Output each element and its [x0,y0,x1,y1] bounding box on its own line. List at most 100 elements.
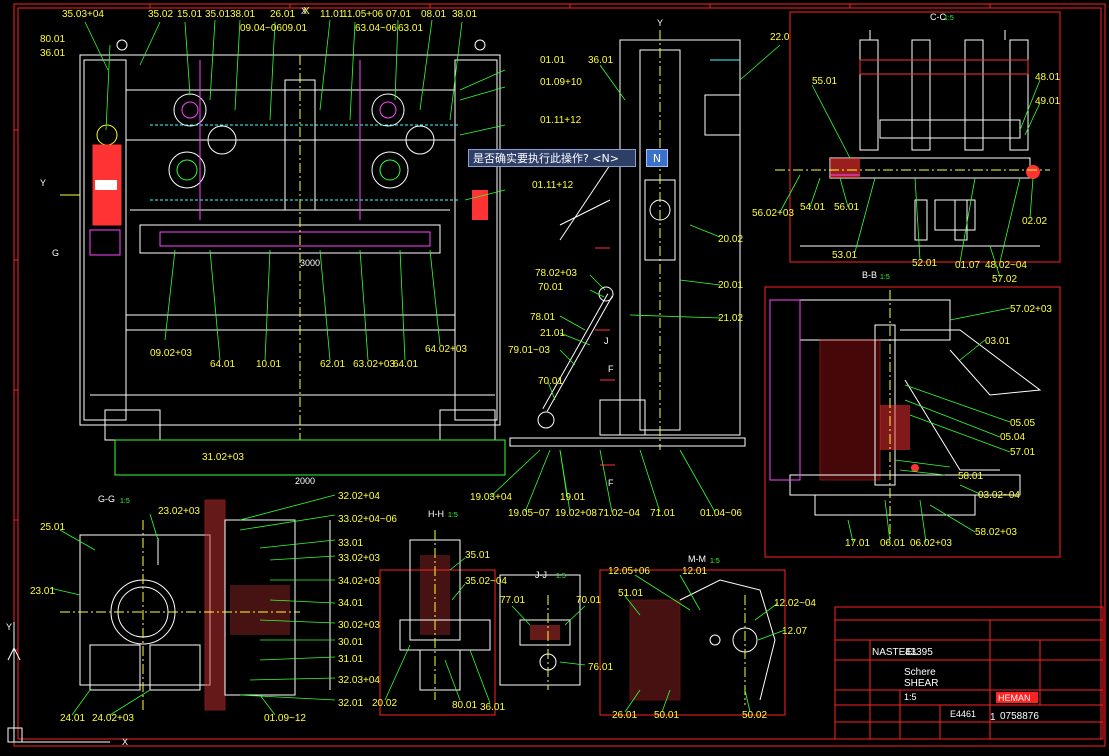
part-label-mm: 12.07 [782,626,807,637]
sheet-border-inner [17,7,1102,740]
part-label-bb: 03.02~04 [978,490,1020,501]
view-scale: 1:5 [120,498,130,505]
part-label-front: 63.02+03 [353,359,395,370]
prompt-option-no[interactable]: N [646,149,668,167]
part-label-cc: 52.01 [912,258,937,269]
part-label-front: 35.03+04 [62,9,104,20]
part-label-cc: 54.01 [800,202,825,213]
part-label-side: 21.01 [540,328,565,339]
svg-text:Y: Y [6,622,12,632]
part-label-front: 09.04~06 [240,23,282,34]
sheet-border-outer [13,3,1106,747]
part-label-bb: 58.01 [958,471,983,482]
part-label-cc: 48.02~04 [985,260,1027,271]
part-label-mm: 12.01 [682,566,707,577]
front-view-leaders [84,19,506,361]
part-label-bb: 03.01 [985,336,1010,347]
part-label-hh: 80.01 [452,700,477,711]
part-label-bb: 05.04 [1000,432,1025,443]
section-marker: F [608,478,614,488]
part-label-cc: 56.01 [834,202,859,213]
drawing-name-en: SHEAR [904,678,938,689]
part-label-side: 79.01~03 [508,345,550,356]
drawing-number: 0758876 [1000,711,1039,722]
part-label-front: 01.11+12 [532,180,574,191]
drawing-code: E4461 [950,709,976,719]
part-label-hh: 20.02 [372,698,397,709]
part-label-side: 19.01 [560,492,585,503]
dimension: 31.02+03 [202,452,244,463]
part-label-front: 01.11+12 [540,115,582,126]
part-label-gg: 33.02+03 [338,553,380,564]
part-label-front: 62.01 [320,359,345,370]
part-label-jj: 70.01 [576,595,601,606]
company-logo: HEMAN [998,693,1031,703]
part-label-front: X [303,6,310,17]
part-label-gg: 32.01 [338,698,363,709]
view-title-jj: J-J [535,570,547,580]
part-label-front: 11.05+06 [342,9,384,20]
section-gg-leaders [49,494,336,716]
section-jj-leaders [511,605,586,666]
part-label-gg: 30.02+03 [338,620,380,631]
view-title-hh: H-H [428,509,444,519]
part-label-front: 07.01 [386,9,411,20]
part-label-gg: 31.01 [338,654,363,665]
section-marker: X [301,6,307,16]
view-scale: 1:5 [944,15,954,22]
section-marker: Y [40,178,46,188]
part-label-side: 70.01 [538,376,563,387]
view-title-mm: M-M [688,554,706,564]
side-view [509,30,746,466]
part-label-bb: 06.01 [880,538,905,549]
part-label-bb: 57.02+03 [1010,304,1052,315]
sheet-number: 1 [990,712,996,723]
part-label-bb: 57.01 [1010,447,1035,458]
part-label-cc: 57.02 [992,274,1017,285]
section-hh [379,530,496,716]
part-label-cc: 55.01 [812,76,837,87]
part-label-gg: 24.01 [60,713,85,724]
zone-ticks [14,4,991,651]
section-marker: F [608,364,614,374]
part-label-jj: 77.01 [500,595,525,606]
part-label-front: 64.02+03 [425,344,467,355]
drawing-name-de: Schere [904,667,936,678]
part-label-cc: 02.02 [1022,216,1047,227]
part-label-mm: 12.02~04 [774,598,816,609]
part-label-side: 01.04~06 [700,508,742,519]
part-label-bb: 06.02+03 [910,538,952,549]
front-view [60,39,506,476]
part-label-mm: 50.01 [654,710,679,721]
part-label-front: 11.01 [320,9,345,20]
section-hh-leaders [384,557,491,704]
part-label-side: 19.03+04 [470,492,512,503]
section-mm [599,569,786,716]
part-label-gg: 24.02+03 [92,713,134,724]
side-view-leaders [489,44,781,513]
part-label-hh: 36.01 [480,702,505,713]
section-bb [764,286,1061,558]
part-label-mm: 12.05+06 [608,566,650,577]
part-label-gg: 32.03+04 [338,675,380,686]
part-label-cc: 49.01 [1035,96,1060,107]
part-label-front: 36.01 [40,48,65,59]
part-label-front: 64.01 [393,359,418,370]
section-cc-leaders [779,79,1041,278]
section-gg [60,499,331,711]
part-label-front: 38.01 [452,9,477,20]
part-label-front: 63.04~06 [355,23,397,34]
part-label-side: 19.05~07 [508,508,550,519]
part-label-side: 19.02+08 [555,508,597,519]
view-scale: 1:5 [556,573,566,580]
part-label-bb: 17.01 [845,538,870,549]
part-label-side: 71.01 [650,508,675,519]
section-marker: Y [657,18,663,28]
part-label-bb: 05.05 [1010,418,1035,429]
section-marker: G [52,248,59,258]
title-scale: 1:5 [904,692,917,702]
view-scale: 1:5 [880,274,890,281]
